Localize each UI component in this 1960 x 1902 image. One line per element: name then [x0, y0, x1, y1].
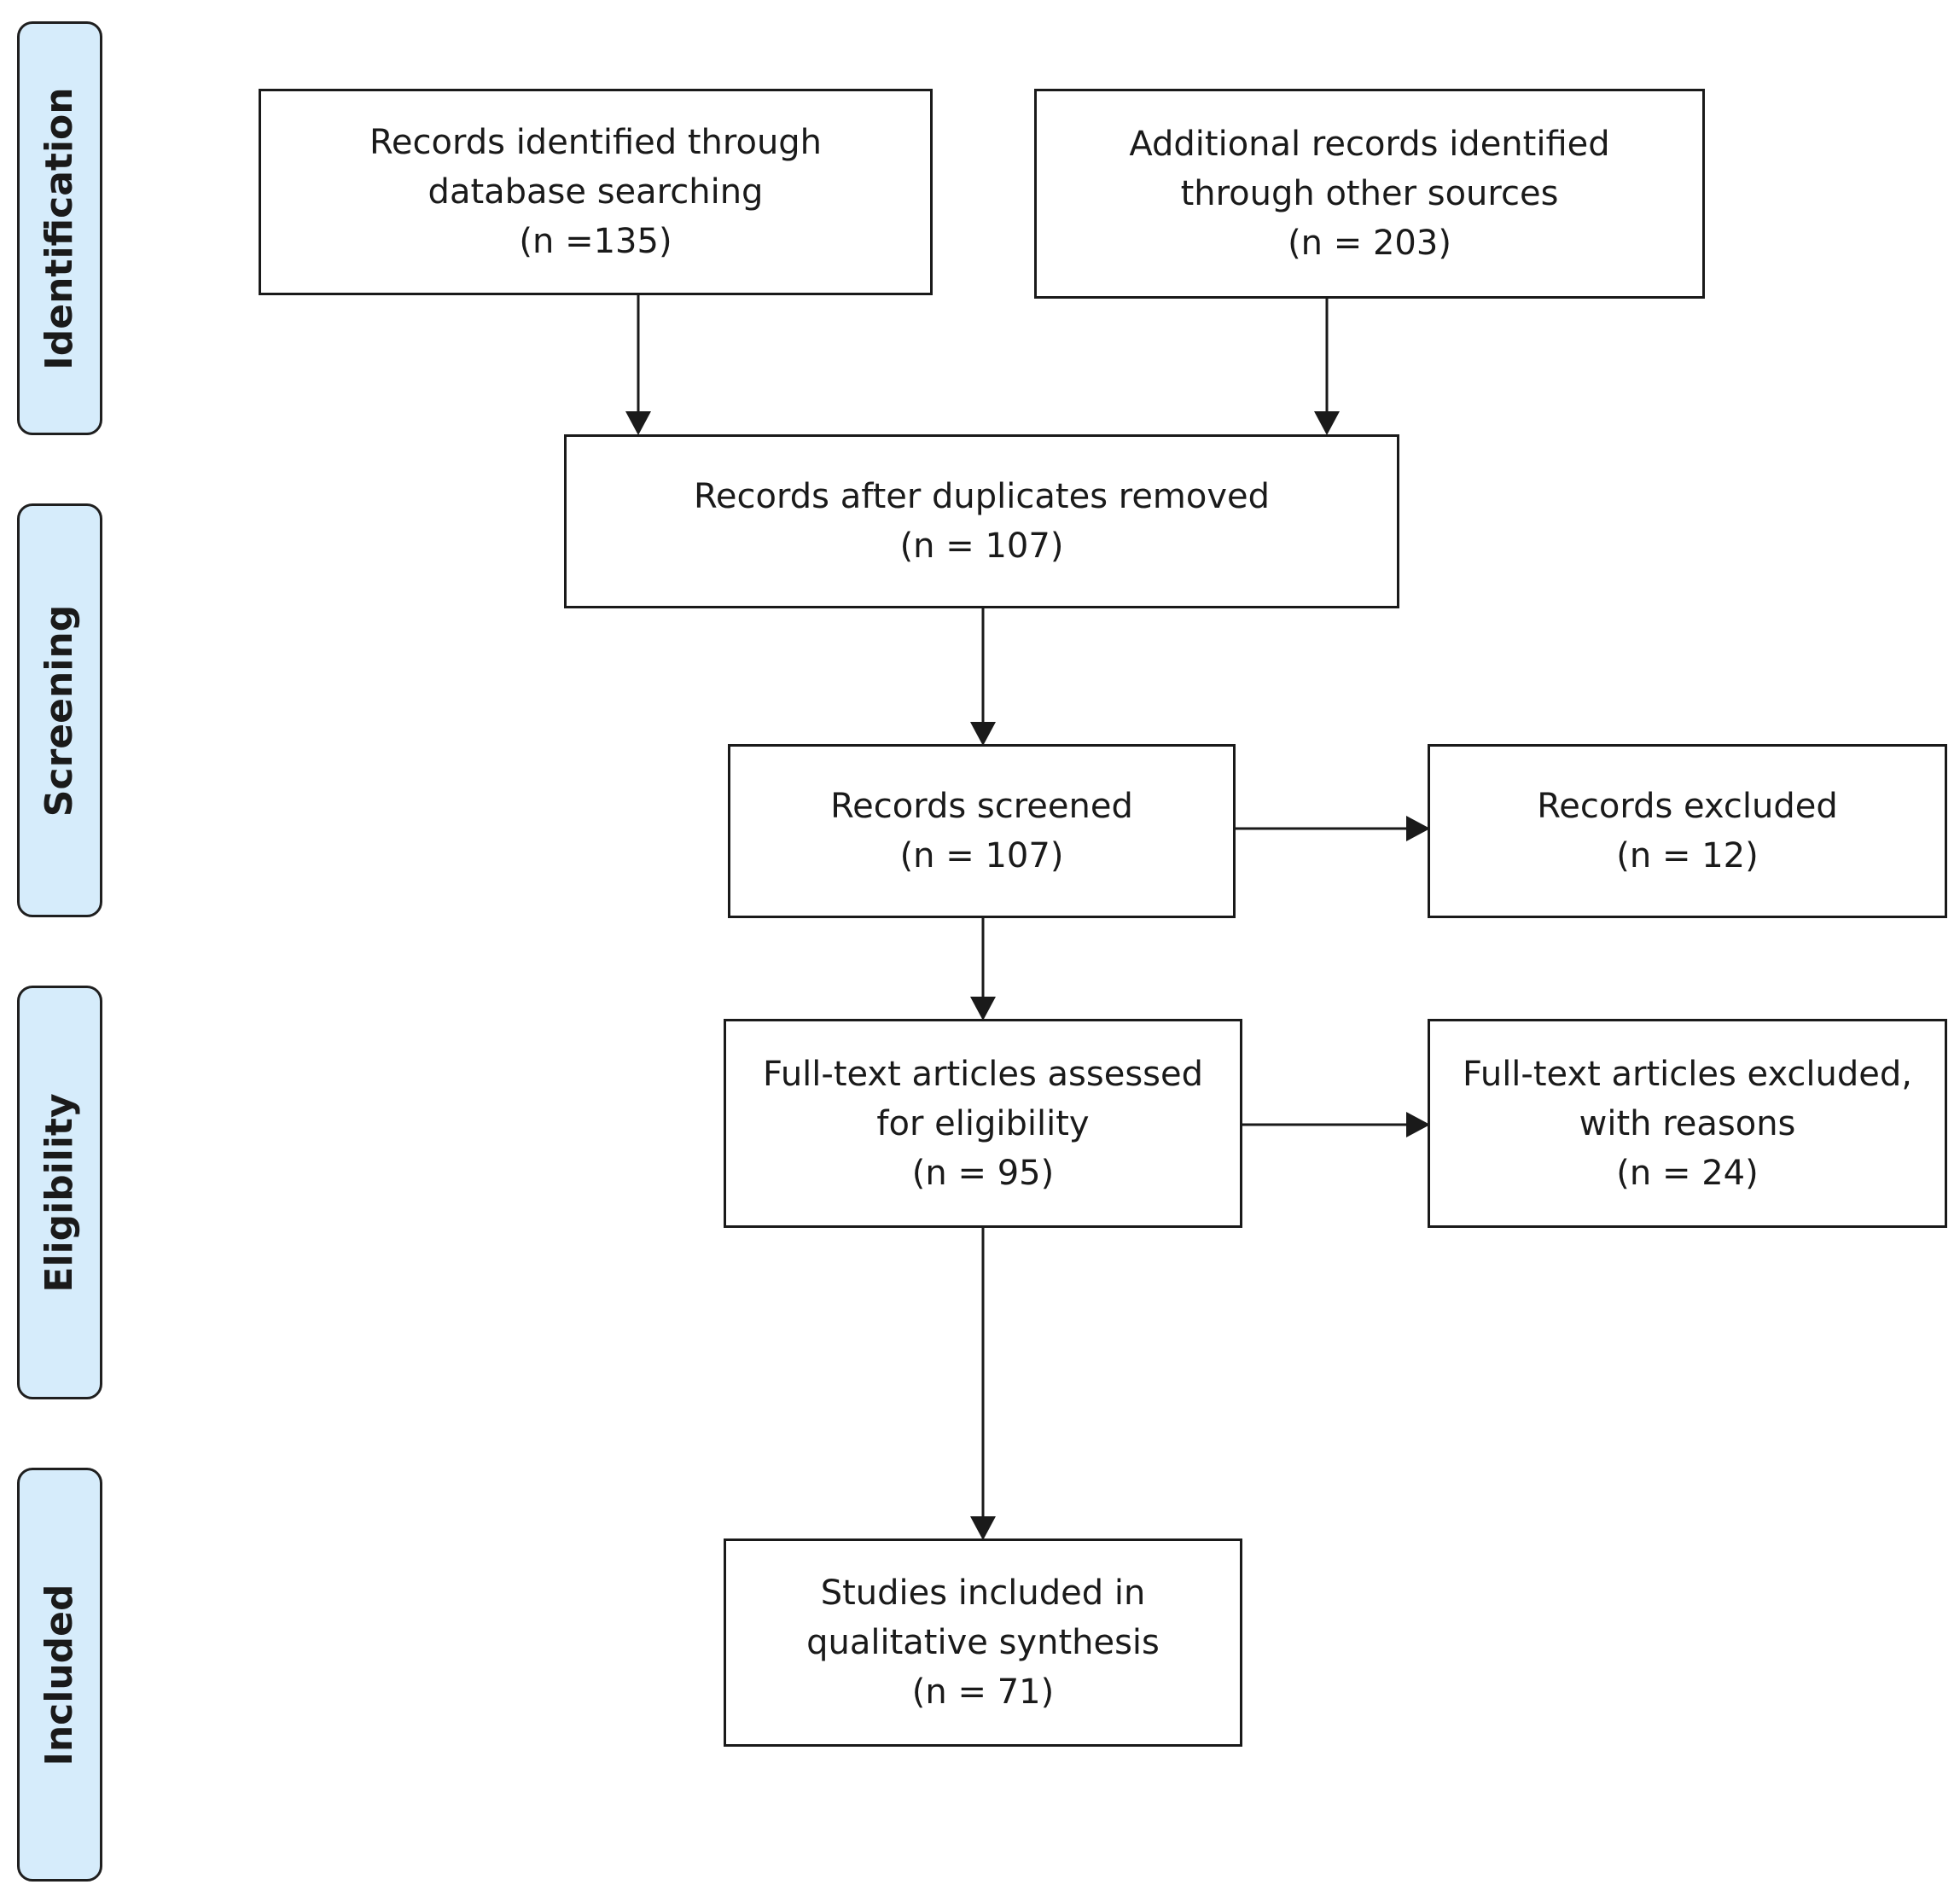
database-records-line2: database searching	[427, 172, 764, 212]
excluded-count: (n = 12)	[1616, 836, 1759, 875]
fulltext-assessed-line1: Full-text articles assessed	[763, 1054, 1203, 1094]
box-database-records: Records identified through database sear…	[259, 89, 933, 295]
included-studies-line2: qualitative synthesis	[806, 1623, 1160, 1662]
fulltext-assessed-line2: for eligibility	[876, 1103, 1090, 1143]
included-studies-line1: Studies included in	[820, 1573, 1146, 1613]
phase-identification: Identification	[17, 21, 102, 435]
deduplicated-count: (n = 107)	[899, 526, 1064, 566]
fulltext-assessed-count: (n = 95)	[911, 1153, 1055, 1193]
database-records-count: (n =135)	[519, 222, 672, 261]
arrowhead-7	[970, 1516, 996, 1540]
deduplicated-line1: Records after duplicates removed	[693, 477, 1271, 516]
other-sources-line1: Additional records identified	[1129, 125, 1610, 164]
arrowhead-3	[970, 722, 996, 746]
phase-eligibility: Eligibility	[17, 986, 102, 1399]
other-sources-count: (n = 203)	[1288, 224, 1451, 263]
included-studies-count: (n = 71)	[911, 1672, 1055, 1712]
arrowhead-1	[625, 411, 651, 435]
arrowhead-4	[1406, 816, 1430, 841]
fulltext-excluded-count: (n = 24)	[1616, 1153, 1759, 1193]
box-fulltext-excluded: Full-text articles excluded, with reason…	[1428, 1019, 1947, 1228]
excluded-line1: Records excluded	[1537, 787, 1838, 826]
phase-included: Included	[17, 1468, 102, 1882]
box-other-sources-records: Additional records identified through ot…	[1034, 89, 1705, 299]
fulltext-excluded-line2: with reasons	[1579, 1103, 1796, 1143]
screened-count: (n = 107)	[899, 836, 1064, 875]
fulltext-excluded-line1: Full-text articles excluded,	[1463, 1054, 1912, 1094]
box-studies-included: Studies included in qualitative synthesi…	[724, 1538, 1242, 1747]
arrowhead-6	[1406, 1112, 1430, 1137]
screened-line1: Records screened	[830, 787, 1133, 826]
other-sources-line2: through other sources	[1180, 174, 1559, 213]
database-records-line1: Records identified through	[369, 123, 823, 162]
box-records-excluded: Records excluded (n = 12)	[1428, 744, 1947, 918]
box-records-screened: Records screened (n = 107)	[728, 744, 1236, 918]
arrowhead-5	[970, 997, 996, 1021]
phase-screening: Screening	[17, 503, 102, 917]
box-records-after-duplicates: Records after duplicates removed (n = 10…	[564, 434, 1399, 608]
box-fulltext-assessed: Full-text articles assessed for eligibil…	[724, 1019, 1242, 1228]
arrowhead-2	[1314, 411, 1340, 435]
